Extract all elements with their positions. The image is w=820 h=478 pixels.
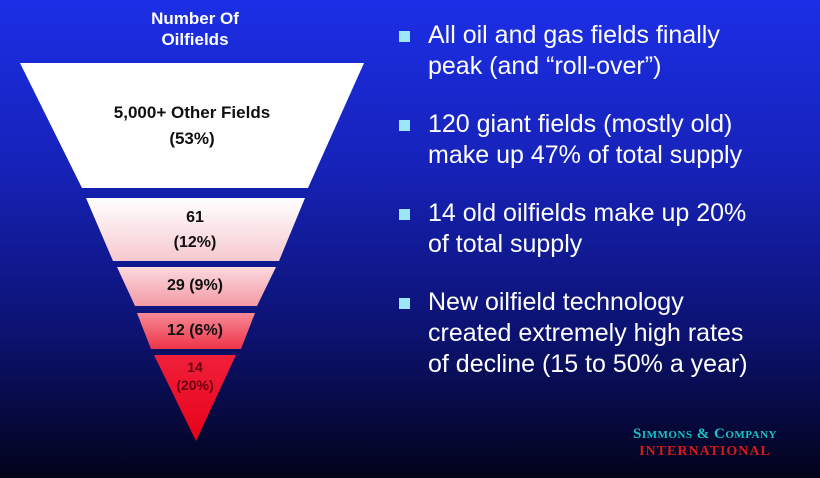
bullet-square-icon xyxy=(399,31,410,42)
funnel-title-line2: Oilfields xyxy=(161,30,229,49)
segment-4-line1: 14 xyxy=(187,359,203,375)
bullet-2-line1: 14 old oilfields make up 20% xyxy=(428,199,747,227)
bullet-3-line1: New oilfield technology xyxy=(428,288,684,316)
bullet-3-line3: of decline (15 to 50% a year) xyxy=(428,350,748,378)
logo-sub: INTERNATIONAL xyxy=(639,444,771,459)
bullet-square-icon xyxy=(399,120,410,131)
bullet-1-line2: make up 47% of total supply xyxy=(428,141,743,169)
funnel-segment-4 xyxy=(154,355,236,441)
bullet-list: All oil and gas fields finally peak (and… xyxy=(395,20,815,407)
bullet-3-line2: created extremely high rates xyxy=(428,319,744,347)
logo-name: Simmons & Company xyxy=(632,426,777,442)
funnel-segment-3 xyxy=(137,313,255,349)
bullet-item: 14 old oilfields make up 20% of total su… xyxy=(395,198,815,260)
segment-4-line2: (20%) xyxy=(176,377,214,393)
bullet-2-line2: of total supply xyxy=(428,230,583,258)
funnel-segment-2-label: 29 (9%) xyxy=(145,276,245,296)
funnel-title-line1: Number Of xyxy=(151,9,239,28)
funnel-segment-2 xyxy=(117,267,276,306)
segment-1-line2: (12%) xyxy=(173,234,217,251)
segment-3-line1: 12 (6%) xyxy=(166,322,224,339)
funnel-segment-1-label: 61 (12%) xyxy=(145,205,245,255)
funnel-segment-0-label: 5,000+ Other Fields (53%) xyxy=(92,100,292,152)
bullet-item: New oilfield technology created extremel… xyxy=(395,287,815,380)
funnel-segment-3-label: 12 (6%) xyxy=(145,321,245,341)
bullet-square-icon xyxy=(399,298,410,309)
segment-1-line1: 61 xyxy=(186,209,204,226)
bullet-item: All oil and gas fields finally peak (and… xyxy=(395,20,815,82)
bullet-item: 120 giant fields (mostly old) make up 47… xyxy=(395,109,815,171)
funnel-title: Number Of Oilfields xyxy=(105,8,285,50)
segment-2-line1: 29 (9%) xyxy=(166,277,224,294)
bullet-0-line1: All oil and gas fields finally xyxy=(428,21,720,49)
bullet-1-line1: 120 giant fields (mostly old) xyxy=(428,110,733,138)
segment-0-line1: 5,000+ Other Fields xyxy=(113,103,271,122)
funnel-segment-4-label: 14 (20%) xyxy=(160,358,230,394)
bullet-square-icon xyxy=(399,209,410,220)
funnel-segment-1 xyxy=(86,198,305,261)
bullet-0-line2: peak (and “roll-over”) xyxy=(428,52,662,80)
funnel-segment-0 xyxy=(20,63,364,188)
company-logo: Simmons & Company INTERNATIONAL xyxy=(600,426,810,460)
segment-0-line2: (53%) xyxy=(169,129,215,148)
